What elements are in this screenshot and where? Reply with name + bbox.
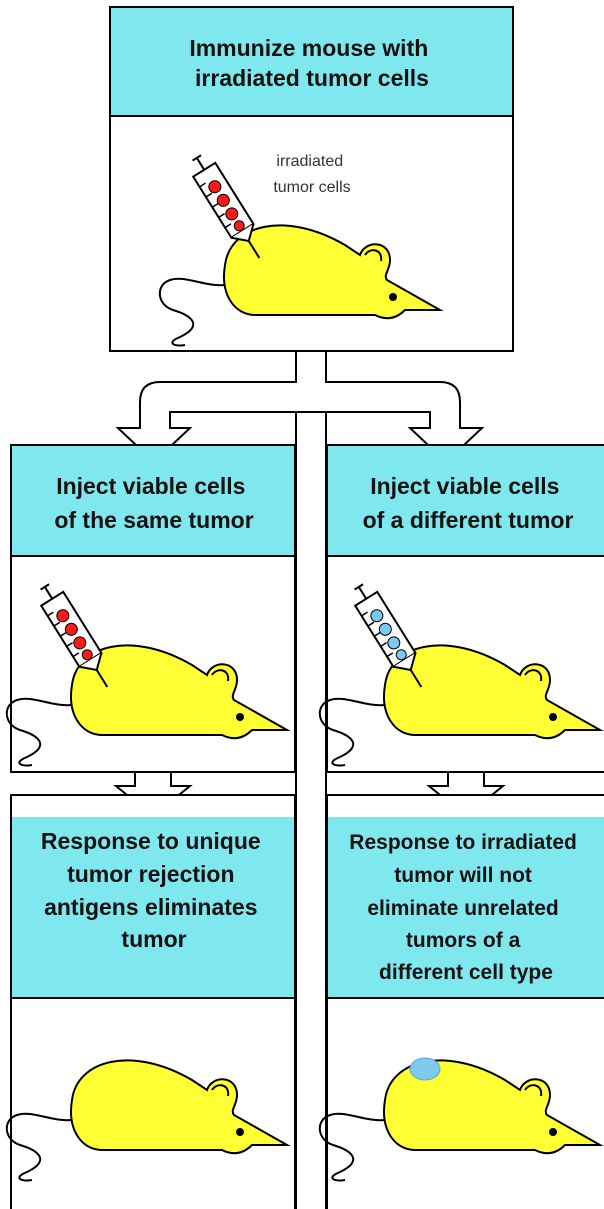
tumor-persists-title: Response to irradiated tumor will not el…	[349, 831, 582, 984]
inject-same-header	[12, 446, 294, 555]
tumor-persists-box: Response to irradiated tumor will not el…	[320, 795, 604, 1209]
inject-same-tumor-box: Inject viable cells of the same tumor	[7, 445, 295, 772]
tumor-lump-icon	[410, 1058, 440, 1080]
inject-different-header	[328, 446, 604, 555]
immunize-header	[111, 8, 512, 115]
immunize-step-box: Immunize mouse with irradiated tumor cel…	[110, 7, 513, 351]
center-divider	[296, 412, 326, 1209]
inject-different-tumor-box: Inject viable cells of a different tumor	[320, 445, 604, 772]
tumor-eliminated-box: Response to unique tumor rejection antig…	[7, 795, 295, 1209]
